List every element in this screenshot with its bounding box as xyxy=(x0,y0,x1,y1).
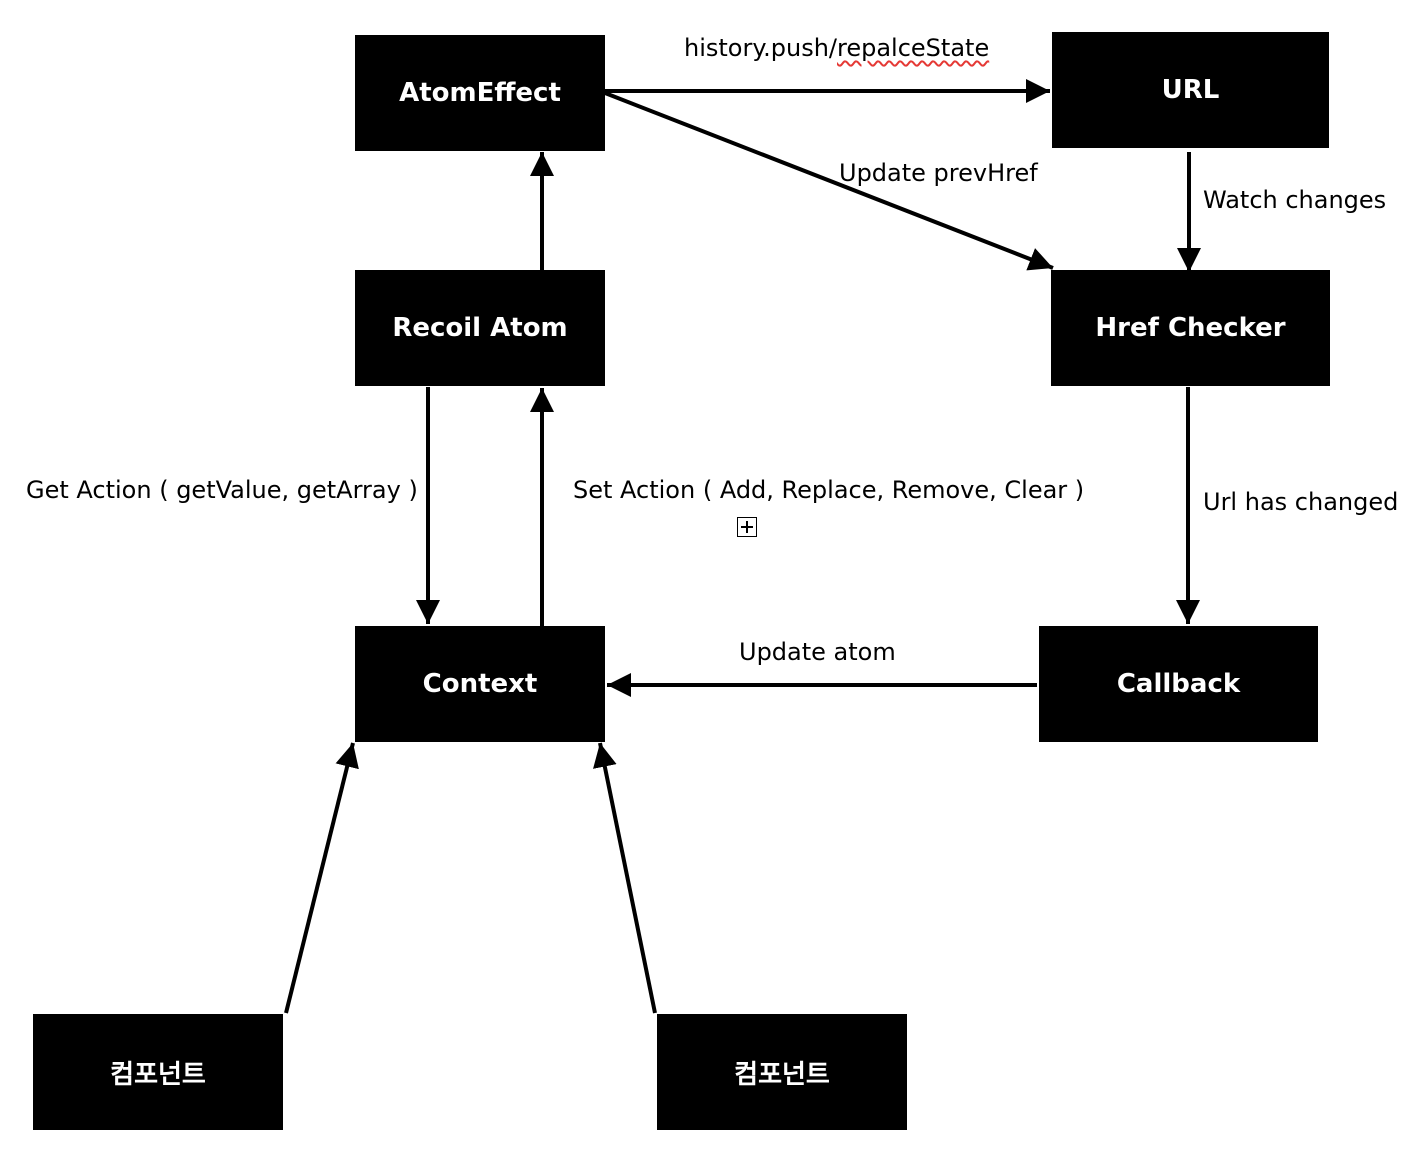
recoil-atom-label: Recoil Atom xyxy=(392,313,568,343)
component-right-label: 컴포넌트 xyxy=(734,1059,830,1090)
history-push-label: history.push/repalceState xyxy=(684,34,989,62)
update-prev-href-label: Update prevHref xyxy=(839,159,1038,187)
update-atom-label: Update atom xyxy=(739,638,896,666)
history-push-suffix: repalceState xyxy=(837,34,990,62)
url-has-changed-label: Url has changed xyxy=(1203,488,1399,516)
callback-label: Callback xyxy=(1116,669,1241,699)
href-checker-label: Href Checker xyxy=(1095,313,1286,343)
atom-effect-label: AtomEffect xyxy=(399,78,561,108)
url-label: URL xyxy=(1161,75,1220,105)
callback-node: Callback xyxy=(1039,626,1318,742)
component-right-node: 컴포넌트 xyxy=(657,1014,907,1130)
edge-atomeffect-to-hrefchecker xyxy=(604,91,1054,271)
href-checker-node: Href Checker xyxy=(1051,270,1330,386)
context-node: Context xyxy=(355,626,605,742)
expand-plus-icon[interactable] xyxy=(737,517,757,537)
watch-changes-label: Watch changes xyxy=(1203,186,1387,214)
set-action-label: Set Action ( Add, Replace, Remove, Clear… xyxy=(573,476,1085,504)
edge-component-right-to-context xyxy=(593,742,657,1014)
component-left-label: 컴포넌트 xyxy=(110,1059,206,1090)
recoil-atom-node: Recoil Atom xyxy=(355,270,605,386)
component-left-node: 컴포넌트 xyxy=(33,1014,283,1130)
context-label: Context xyxy=(422,669,538,699)
atom-effect-node: AtomEffect xyxy=(355,35,605,151)
get-action-label: Get Action ( getValue, getArray ) xyxy=(26,476,418,504)
url-node: URL xyxy=(1052,32,1329,148)
edge-component-left-to-context xyxy=(284,742,359,1014)
history-push-prefix: history.push/ xyxy=(684,34,837,62)
